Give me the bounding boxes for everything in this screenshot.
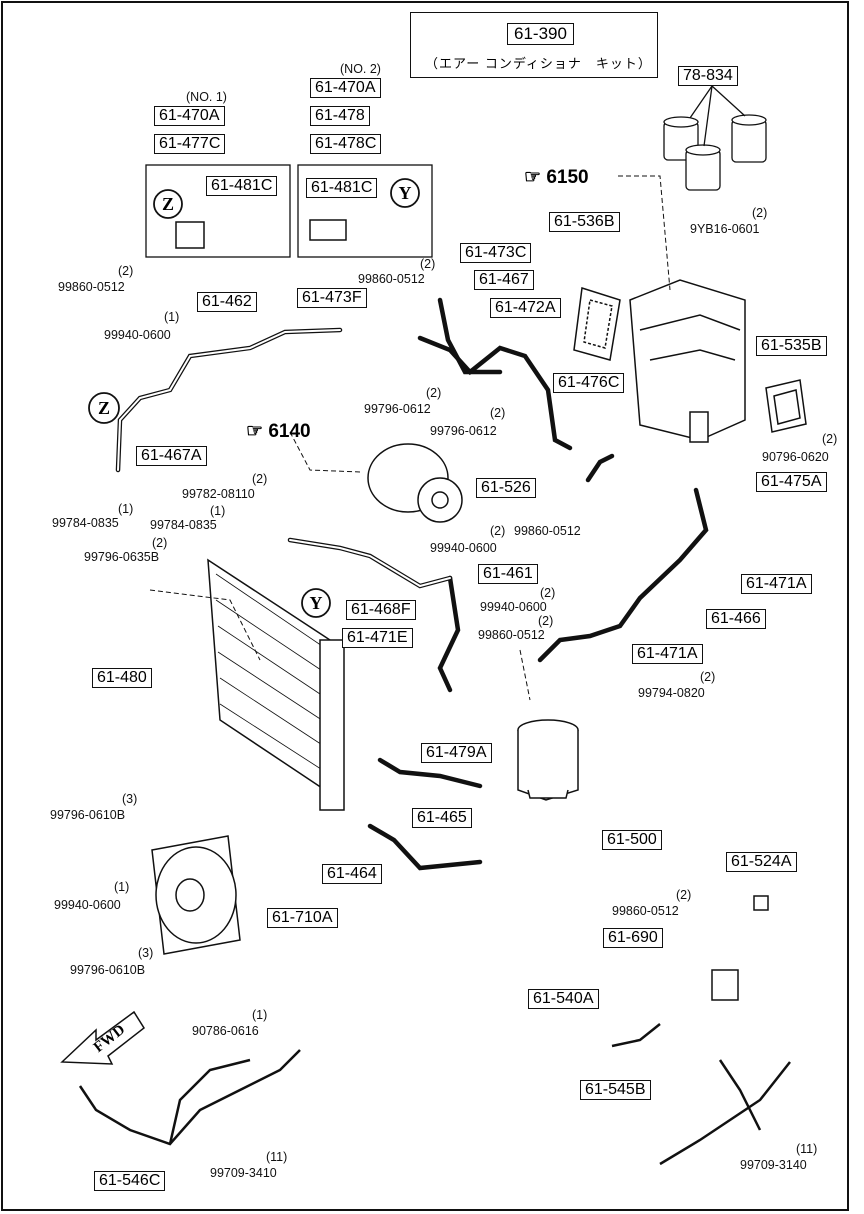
bolt-qty: (2) — [540, 586, 556, 600]
variant-no1: (NO. 1) — [186, 90, 227, 104]
callout-z-letter: Z — [98, 398, 110, 418]
part-label[interactable]: 61-472A — [490, 298, 561, 318]
variant-no2: (NO. 2) — [340, 62, 381, 76]
part-label[interactable]: 61-466 — [706, 609, 766, 629]
part-label[interactable]: 61-690 — [603, 928, 663, 948]
bolt-qty: (1) — [114, 880, 130, 894]
kit-code: 61-390 — [507, 23, 574, 45]
bolt-qty: (2) — [426, 386, 442, 400]
bolt-code[interactable]: 99709-3140 — [740, 1158, 807, 1172]
part-label[interactable]: 61-464 — [322, 864, 382, 884]
part-label[interactable]: 61-481C — [306, 178, 378, 198]
part-label[interactable]: 61-710A — [267, 908, 338, 928]
bolt-code[interactable]: 90796-0620 — [762, 450, 829, 464]
bolt-qty: (2) — [118, 264, 134, 278]
bolt-qty: (2) — [752, 206, 768, 220]
part-label[interactable]: 61-471A — [632, 644, 703, 664]
bolt-qty: (2) — [420, 257, 436, 271]
part-label[interactable]: 61-500 — [602, 830, 662, 850]
part-label[interactable]: 61-468F — [346, 600, 416, 620]
bolt-code[interactable]: 99860-0512 — [358, 272, 425, 286]
bolt-qty: (2) — [822, 432, 838, 446]
part-label[interactable]: 61-546C — [94, 1171, 166, 1191]
bolt-qty: (1) — [252, 1008, 268, 1022]
part-label[interactable]: 61-536B — [549, 212, 620, 232]
part-label[interactable]: 61-479A — [421, 743, 492, 763]
section-ref-6140[interactable]: ☞ 6140 — [246, 421, 311, 442]
section-ref-6150[interactable]: ☞ 6150 — [524, 167, 589, 188]
bolt-code[interactable]: 99796-0635B — [84, 550, 160, 564]
part-label[interactable]: 61-471E — [342, 628, 413, 648]
bolt-qty: (2) — [676, 888, 692, 902]
callout-z-letter: Z — [162, 194, 174, 214]
bolt-qty: (1) — [118, 502, 134, 516]
part-label[interactable]: 61-473C — [460, 243, 532, 263]
bolt-code[interactable]: 99860-0512 — [514, 524, 581, 538]
fwd-text: FWD — [91, 1022, 129, 1056]
bolt-qty: (1) — [164, 310, 180, 324]
bolt-code[interactable]: 99794-0820 — [638, 686, 705, 700]
callout-y-letter: Y — [399, 183, 412, 203]
part-label[interactable]: 61-462 — [197, 292, 257, 312]
part-label[interactable]: 61-467A — [136, 446, 207, 466]
bolt-code[interactable]: 99796-0610B — [50, 808, 126, 822]
bolt-code[interactable]: 99940-0600 — [480, 600, 547, 614]
part-label[interactable]: 61-471A — [741, 574, 812, 594]
part-label[interactable]: 61-470A — [154, 106, 225, 126]
kit-header: 61-390 （エアー コンディショナ キット） — [410, 12, 658, 78]
part-label[interactable]: 61-467 — [474, 270, 534, 290]
bolt-code[interactable]: 99784-0835 — [150, 518, 217, 532]
bolt-qty: (2) — [252, 472, 268, 486]
part-label[interactable]: 61-476C — [553, 373, 625, 393]
bolt-qty: (2) — [490, 524, 506, 538]
section-ref-6140-text: 6140 — [268, 421, 311, 442]
bolt-qty: (11) — [266, 1150, 288, 1164]
bolt-qty: (11) — [796, 1142, 818, 1156]
part-label[interactable]: 61-470A — [310, 78, 381, 98]
bolt-qty: (2) — [490, 406, 506, 420]
bolt-code[interactable]: 90786-0616 — [192, 1024, 259, 1038]
bolt-code[interactable]: 99782-08110 — [182, 487, 255, 501]
bolt-qty: (3) — [122, 792, 138, 806]
kit-name: （エアー コンディショナ キット） — [425, 56, 652, 71]
bolt-qty: (3) — [138, 946, 154, 960]
bolt-code[interactable]: 99796-0610B — [70, 963, 146, 977]
bolt-code[interactable]: 99784-0835 — [52, 516, 119, 530]
bolt-code[interactable]: 99860-0512 — [58, 280, 125, 294]
part-label[interactable]: 61-535B — [756, 336, 827, 356]
bolt-code[interactable]: 99860-0512 — [478, 628, 545, 642]
bolt-qty: (2) — [152, 536, 168, 550]
bolt-code[interactable]: 99940-0600 — [54, 898, 121, 912]
bolt-code[interactable]: 99709-3410 — [210, 1166, 277, 1180]
part-label[interactable]: 61-473F — [297, 288, 367, 308]
part-label[interactable]: 61-478 — [310, 106, 370, 126]
part-label[interactable]: 61-475A — [756, 472, 827, 492]
part-label[interactable]: 61-477C — [154, 134, 226, 154]
callout-y-letter: Y — [310, 593, 323, 613]
part-label[interactable]: 61-481C — [206, 176, 278, 196]
part-label[interactable]: 61-524A — [726, 852, 797, 872]
part-label[interactable]: 61-540A — [528, 989, 599, 1009]
bolt-code[interactable]: 99940-0600 — [430, 541, 497, 555]
part-label[interactable]: 61-465 — [412, 808, 472, 828]
part-label[interactable]: 61-480 — [92, 668, 152, 688]
bolt-code[interactable]: 99796-0612 — [364, 402, 431, 416]
part-label[interactable]: 61-461 — [478, 564, 538, 584]
bolt-qty: (1) — [210, 504, 226, 518]
bolt-qty: (2) — [700, 670, 716, 684]
part-label[interactable]: 61-526 — [476, 478, 536, 498]
bolt-code[interactable]: 9YB16-0601 — [690, 222, 760, 236]
part-label[interactable]: 61-545B — [580, 1080, 651, 1100]
part-label[interactable]: 78-834 — [678, 66, 738, 86]
bolt-code[interactable]: 99796-0612 — [430, 424, 497, 438]
bolt-qty: (2) — [538, 614, 554, 628]
part-label[interactable]: 61-478C — [310, 134, 382, 154]
section-ref-6150-text: 6150 — [546, 167, 589, 188]
bolt-code[interactable]: 99860-0512 — [612, 904, 679, 918]
bolt-code[interactable]: 99940-0600 — [104, 328, 171, 342]
